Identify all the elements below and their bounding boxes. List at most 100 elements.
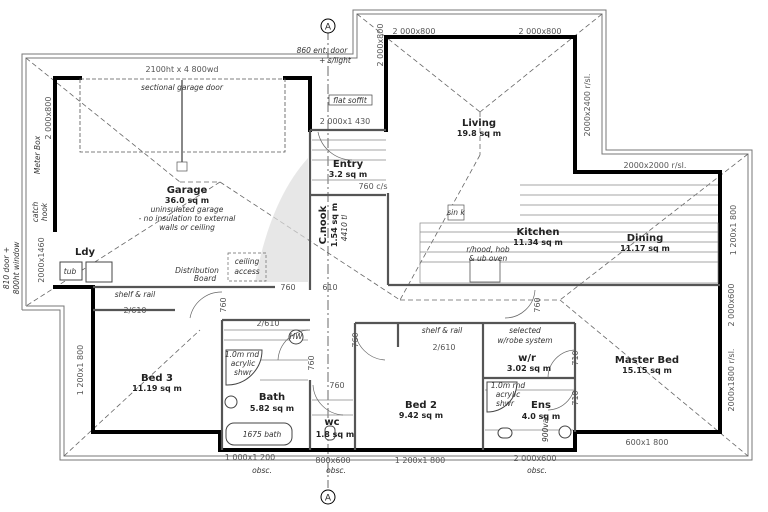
dim-master-slider: 2000x1800 r/sl. bbox=[727, 349, 736, 412]
ceiling-access-hatch bbox=[227, 252, 267, 282]
tub-label: tub bbox=[64, 267, 77, 276]
room-garage-area: 36.0 sq m bbox=[165, 196, 209, 205]
dim-linen-robe: 2/610 bbox=[256, 319, 279, 328]
garage-door-note: sectional garage door bbox=[141, 83, 224, 92]
dim-wc-door: 760 bbox=[329, 381, 344, 390]
sink-icon bbox=[447, 204, 465, 221]
dim-cnook-610: 610 bbox=[322, 283, 337, 292]
dim-master-door: 760 bbox=[533, 297, 542, 312]
garage-note-2: - no insulation to external bbox=[139, 214, 237, 223]
dim-living-window-1: 2 000x800 bbox=[393, 27, 436, 36]
dim-ens-door: 710 bbox=[571, 390, 580, 405]
garage-door-size: 2100ht x 4 800wd bbox=[146, 65, 219, 74]
section-marker-bottom: A bbox=[320, 489, 336, 505]
bath-shower-note-3: shwr bbox=[234, 368, 253, 377]
bath-shower-icon bbox=[225, 349, 263, 386]
room-kitchen-label: Kitchen bbox=[517, 227, 560, 238]
dim-bed2-robe: 2/610 bbox=[432, 343, 455, 352]
dim-bed3-window: 1 200x1 800 bbox=[76, 345, 85, 396]
oven-icon bbox=[469, 259, 501, 283]
bath-shower-note-1: 1.0m rnd bbox=[225, 350, 259, 359]
ens-basin-icon bbox=[558, 425, 572, 439]
ldy-door-note-1: 810 door + bbox=[2, 247, 11, 289]
entry-door-note-2: + s/light bbox=[319, 56, 352, 65]
hook-label: hook bbox=[40, 202, 49, 221]
room-cnook-label: C.nook bbox=[318, 205, 329, 244]
meter-box-label: Meter Box bbox=[33, 135, 42, 174]
tub-icon bbox=[59, 261, 83, 281]
room-ens-area: 4.0 sq m bbox=[522, 412, 561, 421]
vanity-label: 900van bbox=[541, 414, 550, 442]
room-bed2-area: 9.42 sq m bbox=[399, 411, 443, 420]
ceiling-access-label-1: ceiling bbox=[235, 257, 260, 266]
bed2-shelf-rail: shelf & rail bbox=[422, 326, 463, 335]
rangehood-note-2: & ub oven bbox=[469, 254, 508, 263]
svg-text:A: A bbox=[325, 494, 332, 504]
ens-shower-note-2: acrylic bbox=[496, 390, 521, 399]
room-dining-area: 11.17 sq m bbox=[620, 244, 670, 253]
dim-living-slider: 2000x2400 r/sl. bbox=[583, 74, 592, 137]
internal-walls bbox=[93, 128, 720, 450]
dim-garage-door-760: 760 bbox=[280, 283, 295, 292]
flat-soffit-label: flat soffit bbox=[333, 96, 368, 105]
ens-shower-note-1: 1.0m rnd bbox=[491, 381, 525, 390]
garage-opener-motor bbox=[176, 161, 188, 172]
svg-text:A: A bbox=[325, 23, 332, 33]
ceiling-access-label-2: access bbox=[234, 267, 259, 276]
room-garage-label: Garage bbox=[167, 185, 208, 196]
dim-living-side-window: 2 000x800 bbox=[376, 24, 385, 67]
washer-space-icon bbox=[85, 261, 113, 283]
ens-shower-note-3: shwr bbox=[496, 399, 515, 408]
dim-bed3-robe: 2/610 bbox=[123, 306, 146, 315]
bath-shower-note-2: acrylic bbox=[231, 359, 256, 368]
bath-tub-label: 1675 bath bbox=[243, 430, 282, 439]
dim-ldy-window: 2000x1460 bbox=[37, 237, 46, 282]
dim-bath-window: 1 000x1 200 bbox=[225, 453, 276, 462]
room-cnook-area: 1.54 sq m bbox=[330, 203, 339, 247]
external-walls bbox=[53, 35, 722, 452]
bed3-shelf-rail: shelf & rail bbox=[115, 290, 156, 299]
room-living-area: 19.8 sq m bbox=[457, 129, 501, 138]
dim-bed2-window: 1 200x1 800 bbox=[395, 456, 446, 465]
entry-floor-hatch bbox=[312, 131, 386, 181]
basin-icon bbox=[224, 395, 238, 409]
room-laundry-label: Ldy bbox=[75, 247, 96, 258]
dim-ens-window: 2 000x600 bbox=[514, 454, 557, 463]
room-bed3-label: Bed 3 bbox=[141, 373, 173, 384]
room-kitchen-area: 11.34 sq m bbox=[513, 238, 563, 247]
room-ens-label: Ens bbox=[531, 400, 551, 411]
hot-water-cylinder-icon bbox=[288, 329, 304, 345]
dim-wr-door: 710 bbox=[571, 350, 580, 365]
dim-cnook-door: 760 c/s bbox=[358, 182, 387, 191]
distribution-board-label-2: Board bbox=[194, 274, 216, 283]
bathtub-icon bbox=[225, 422, 293, 446]
dim-dining-window: 1 200x1 800 bbox=[729, 205, 738, 256]
room-bath-area: 5.82 sq m bbox=[250, 404, 294, 413]
ens-shower-icon bbox=[486, 381, 518, 413]
ens-toilet-icon bbox=[497, 427, 513, 439]
dim-master-window-1: 2 000x600 bbox=[727, 284, 736, 327]
kitchen-floor-hatch bbox=[419, 184, 719, 284]
dim-living-window-2: 2 000x800 bbox=[519, 27, 562, 36]
dim-garage-side-window: 2 000x800 bbox=[44, 97, 53, 140]
door-swings bbox=[189, 289, 576, 416]
obsc-wc: obsc. bbox=[326, 466, 346, 475]
room-wc-area: 1.8 sq m bbox=[316, 430, 355, 439]
garage-step-stipple bbox=[255, 158, 308, 282]
dim-dining-slider: 2000x2000 r/sl. bbox=[624, 161, 687, 170]
hot-water-label: HW bbox=[289, 332, 303, 341]
room-master-area: 15.15 sq m bbox=[622, 366, 672, 375]
wc-toilet-icon bbox=[324, 425, 336, 441]
room-dining-label: Dining bbox=[627, 233, 664, 244]
room-wc-label: wc bbox=[324, 417, 339, 428]
dim-master-window-2: 600x1 800 bbox=[626, 438, 669, 447]
obsc-bath: obsc. bbox=[252, 466, 272, 475]
entry-door-note-1: 860 ent. door bbox=[297, 46, 349, 55]
room-wr-area: 3.02 sq m bbox=[507, 364, 551, 373]
room-master-label: Master Bed bbox=[615, 355, 679, 366]
room-bed3-area: 11.19 sq m bbox=[132, 384, 182, 393]
dim-bath-door: 760 bbox=[307, 355, 316, 370]
garage-note-3: walls or ceiling bbox=[159, 223, 215, 232]
sink-label: sin k bbox=[447, 208, 465, 217]
